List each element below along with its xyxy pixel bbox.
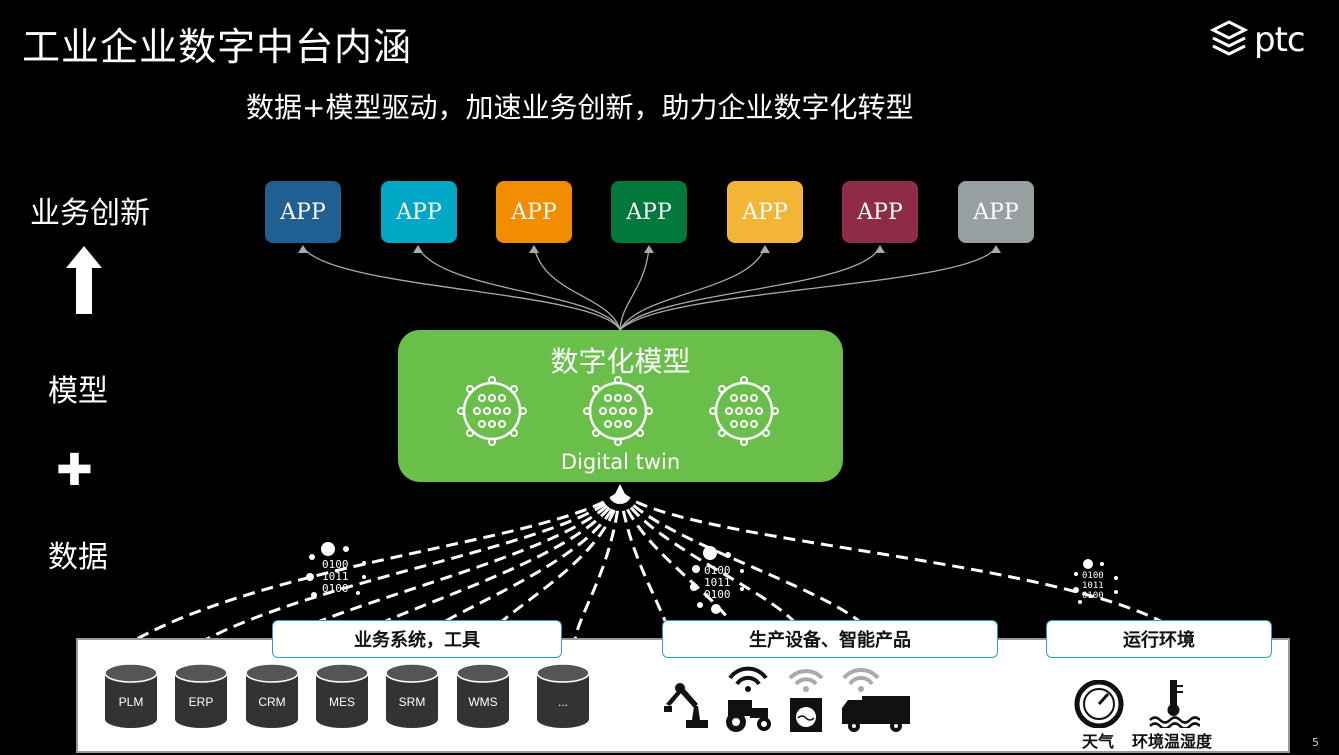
logo-text: ptc — [1254, 20, 1306, 60]
app-tile-5[interactable]: APP — [727, 181, 803, 243]
smart-tractor-icon — [726, 666, 771, 732]
binary-line: 0100 — [1082, 591, 1104, 601]
app-tile-2[interactable]: APP — [381, 181, 457, 243]
database-crm[interactable]: CRM — [245, 663, 299, 728]
binary-line: 1011 — [704, 576, 731, 589]
page-subtitle: 数据+模型驱动，加速业务创新，助力企业数字化转型 — [246, 91, 914, 124]
database-icon — [104, 663, 158, 728]
smart-truck-icon — [842, 667, 910, 732]
smart-washer-icon — [788, 669, 824, 732]
digital-twin-icon — [709, 376, 779, 446]
database-icon — [456, 663, 510, 728]
digital-twin-icon — [583, 376, 653, 446]
data-dots-icon — [1073, 559, 1118, 604]
binary-line: 1011 — [322, 570, 349, 583]
binary-line: 0100 — [704, 588, 731, 601]
binary-line: 1011 — [1082, 581, 1104, 591]
binary-line: 0100 — [1082, 571, 1104, 581]
label-business-innovation: 业务创新 — [30, 196, 150, 231]
label-model: 模型 — [48, 374, 108, 409]
database-erp[interactable]: ERP — [174, 663, 228, 728]
arrow-up-icon — [66, 246, 102, 314]
label-data: 数据 — [48, 540, 108, 575]
app-tile-3[interactable]: APP — [496, 181, 572, 243]
category-environment[interactable]: 运行环境 — [1046, 620, 1272, 658]
database-icon — [385, 663, 439, 728]
plus-icon: ✚ — [56, 445, 93, 496]
digital-model-box[interactable]: 数字化模型 Digital twin — [398, 330, 843, 482]
database-icon — [174, 663, 228, 728]
database-srm[interactable]: SRM — [385, 663, 439, 728]
label-climate: 环境温湿度 — [1132, 732, 1213, 751]
app-tile-6[interactable]: APP — [842, 181, 918, 243]
app-tile-4[interactable]: APP — [611, 181, 687, 243]
robot-arm-icon — [664, 683, 708, 728]
data-dots-icon — [306, 542, 366, 598]
ptc-logo: ptc — [1210, 20, 1306, 60]
database-icon — [315, 663, 369, 728]
page-title: 工业企业数字中台内涵 — [22, 25, 413, 69]
database-icon — [245, 663, 299, 728]
database-icon — [536, 663, 590, 728]
database-mes[interactable]: MES — [315, 663, 369, 728]
database-plm[interactable]: PLM — [104, 663, 158, 728]
app-tile-1[interactable]: APP — [265, 181, 341, 243]
binary-line: 0100 — [322, 582, 349, 595]
app-tile-7[interactable]: APP — [958, 181, 1034, 243]
data-dots-icon — [690, 546, 744, 614]
model-title: 数字化模型 — [550, 345, 691, 378]
model-subtitle: Digital twin — [560, 450, 681, 474]
gauge-icon — [1074, 680, 1124, 728]
label-weather: 天气 — [1082, 732, 1115, 751]
digital-twin-icon — [457, 376, 527, 446]
page-number: 5 — [1312, 736, 1319, 749]
binary-line: 0100 — [322, 558, 349, 571]
database-more[interactable]: ... — [536, 663, 590, 728]
database-wms[interactable]: WMS — [456, 663, 510, 728]
category-production-equipment[interactable]: 生产设备、智能产品 — [662, 620, 998, 658]
ptc-logo-icon — [1210, 20, 1248, 56]
category-business-systems[interactable]: 业务系统，工具 — [272, 620, 562, 658]
binary-line: 0100 — [704, 564, 731, 577]
thermometer-water-icon — [1149, 680, 1200, 728]
